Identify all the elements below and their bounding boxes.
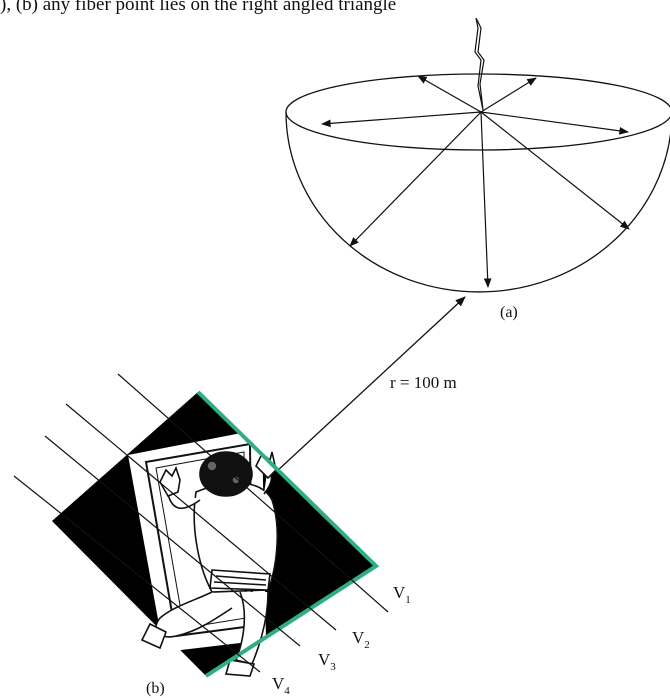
radial-arrow-5 [350,112,481,246]
radius-arrow-group: r = 100 m [276,297,465,472]
radial-arrow-1 [418,76,481,112]
person-figure: V1 V2 V3 V4 (b) [14,374,411,697]
hemisphere-figure: (a) [286,18,670,321]
lightning-bolt-icon [475,18,484,110]
label-v3: V3 [318,650,336,673]
label-v1: V1 [393,583,411,606]
label-a: (a) [500,304,518,321]
label-v2: V2 [352,628,370,651]
radius-label: r = 100 m [390,373,457,392]
radial-arrow-3 [322,112,481,124]
label-b: (b) [146,680,165,697]
radial-arrow-2 [481,78,536,112]
radial-arrow-6 [481,112,488,287]
label-v4: V4 [272,674,290,697]
